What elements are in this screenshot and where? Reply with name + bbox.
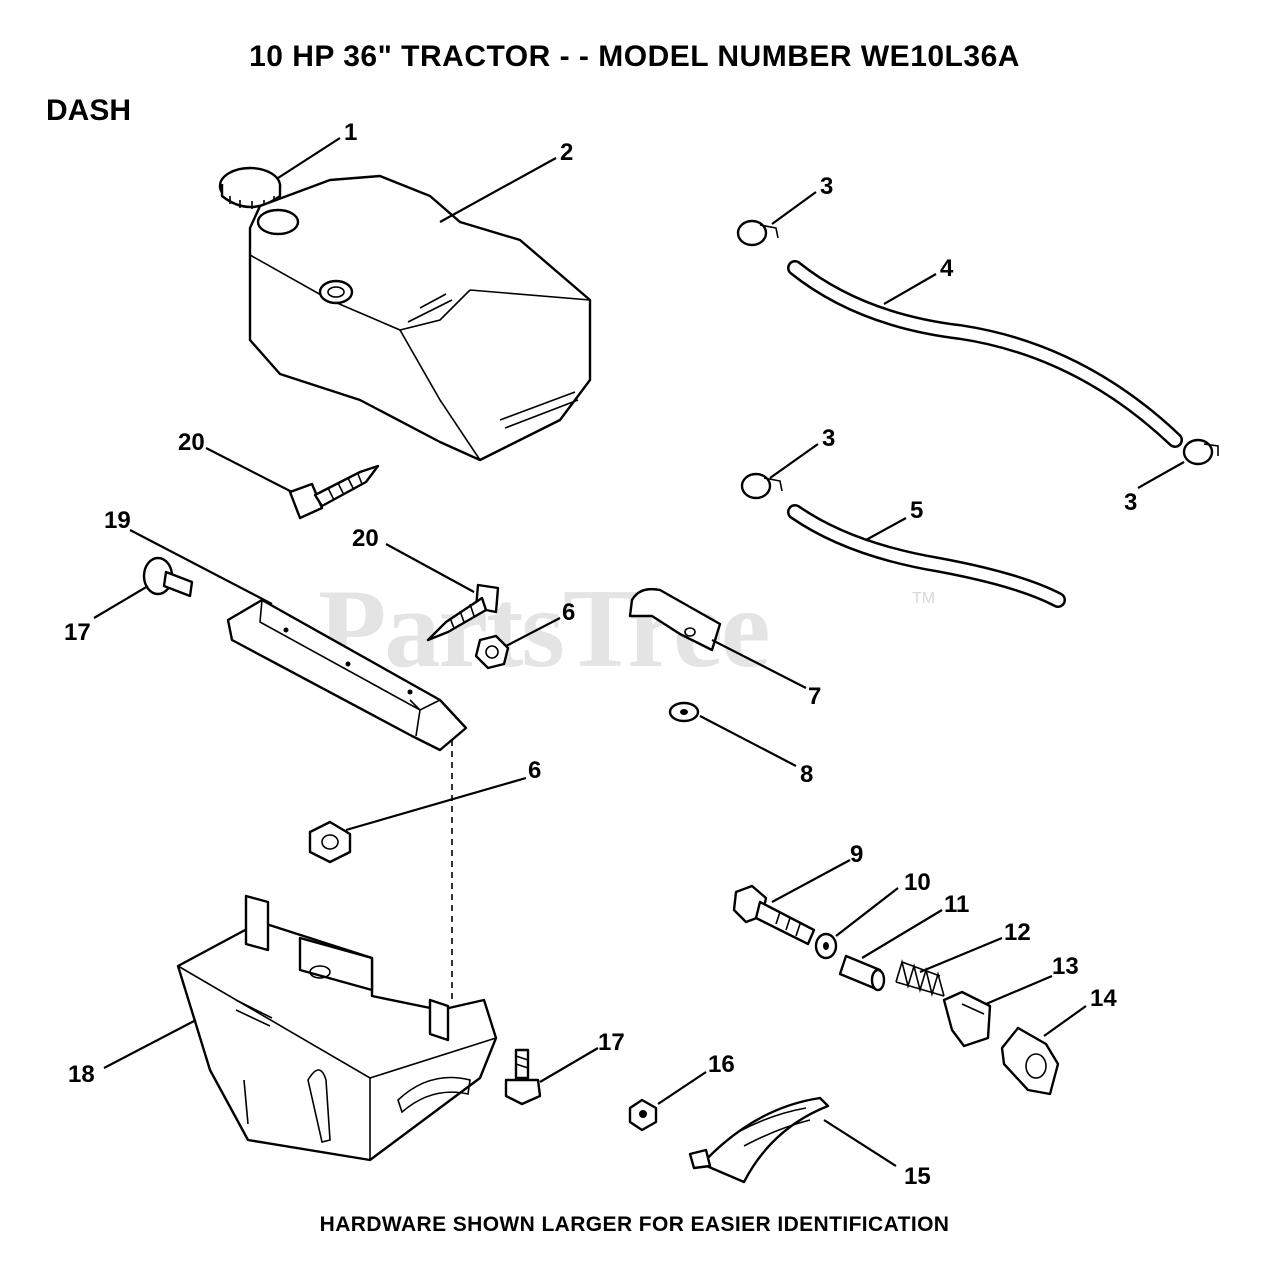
part-1-fuel-cap[interactable] [218, 166, 282, 209]
callout-13: 13 [1052, 953, 1079, 980]
part-16-nut[interactable] [628, 1098, 658, 1132]
part-17-bolt-b[interactable] [504, 1048, 542, 1106]
part-3-hose-clamp-c[interactable] [740, 472, 783, 500]
callout-11: 11 [944, 891, 969, 918]
part-15-quadrant-plate[interactable] [688, 1096, 830, 1184]
callout-5: 5 [910, 497, 923, 524]
part-3-hose-clamp-b[interactable] [1182, 438, 1219, 466]
callout-20: 20 [352, 525, 379, 552]
callout-8: 8 [800, 761, 813, 788]
callout-2: 2 [560, 139, 573, 166]
footer-note: HARDWARE SHOWN LARGER FOR EASIER IDENTIF… [319, 1213, 950, 1236]
diagram-title: 10 HP 36" TRACTOR - - MODEL NUMBER WE10L… [249, 40, 1020, 73]
callout-14: 14 [1090, 985, 1117, 1012]
callout-1: 1 [344, 119, 357, 146]
part-5-hose[interactable] [787, 504, 1066, 608]
callout-17: 17 [598, 1029, 625, 1056]
part-12-spring[interactable] [895, 958, 945, 998]
part-4-fuel-hose[interactable] [787, 260, 1183, 448]
callout-17: 17 [64, 619, 91, 646]
section-label: DASH [46, 94, 132, 127]
part-17-bolt-a[interactable] [142, 556, 194, 598]
callout-3: 3 [820, 173, 833, 200]
part-10-washer[interactable] [814, 932, 838, 960]
callout-15: 15 [904, 1163, 931, 1190]
leader-lines [93, 137, 1185, 1167]
callout-4: 4 [940, 255, 954, 282]
watermark-trademark: TM [912, 590, 936, 607]
callout-6: 6 [562, 599, 575, 626]
part-18-dash-panel[interactable] [176, 894, 498, 1162]
part-19-support-bracket[interactable] [226, 598, 468, 752]
part-6-nut-a[interactable] [474, 634, 510, 670]
callout-3: 3 [822, 425, 835, 452]
callout-16: 16 [708, 1051, 735, 1078]
part-8-washer[interactable] [668, 701, 700, 723]
callout-9: 9 [850, 841, 863, 868]
callout-7: 7 [808, 683, 821, 710]
part-2-fuel-tank[interactable] [248, 174, 592, 462]
callout-18: 18 [68, 1061, 95, 1088]
part-13-bracket[interactable] [942, 990, 992, 1048]
part-7-strap[interactable] [628, 587, 722, 652]
callout-6: 6 [528, 757, 541, 784]
callout-labels: 1 2 3 4 3 3 5 20 19 20 17 6 7 8 6 9 10 1… [64, 119, 1137, 1190]
part-20-screw-a[interactable] [288, 464, 380, 520]
part-9-bolt[interactable] [732, 884, 816, 946]
part-6-nut-b[interactable] [308, 820, 352, 864]
callout-10: 10 [904, 869, 931, 896]
part-14-knob-bracket[interactable] [1000, 1026, 1060, 1096]
part-3-hose-clamp-a[interactable] [736, 219, 779, 247]
callout-20: 20 [178, 429, 205, 456]
callout-3: 3 [1124, 489, 1137, 516]
part-20-screw-b[interactable] [426, 583, 500, 642]
callout-12: 12 [1004, 919, 1031, 946]
part-11-spacer[interactable] [838, 954, 886, 992]
callout-19: 19 [104, 507, 131, 534]
